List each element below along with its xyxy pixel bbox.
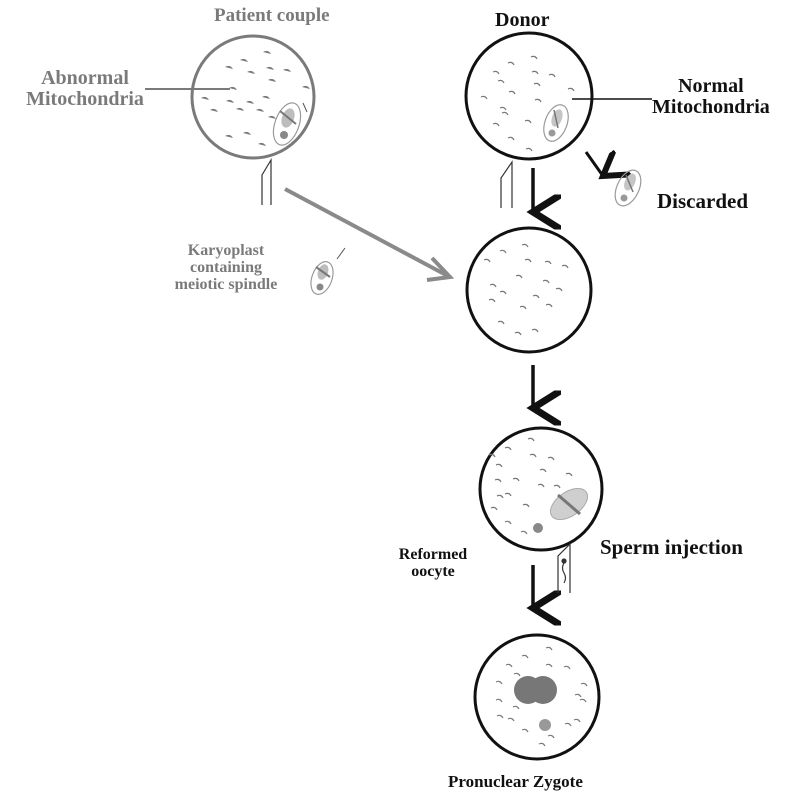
- discarded-spindle-icon: [614, 169, 642, 207]
- normal-mito-line1: Normal: [678, 75, 744, 97]
- abnormal-mito-line1: Abnormal: [41, 67, 129, 89]
- zygote-nucleus-icon: [539, 719, 551, 731]
- sperm-injection-label: Sperm injection: [600, 535, 743, 559]
- reformed-oocyte: [478, 426, 604, 593]
- karyoplast-label: Karyoplast containing meiotic spindle: [150, 242, 302, 293]
- donor-oocyte: [464, 31, 652, 208]
- karyoplast-icon: [310, 247, 346, 295]
- patient-couple-title: Patient couple: [214, 5, 330, 26]
- karyoplast-line2: containing: [189, 258, 262, 276]
- normal-mitochondria-cluster: [480, 55, 575, 152]
- sperm-injection-pipette: [557, 542, 571, 593]
- donor-title: Donor: [495, 9, 550, 31]
- enucleated-donor-oocyte: [465, 226, 593, 354]
- abnormal-mitochondria-label: Abnormal Mitochondria: [6, 68, 164, 110]
- reformed-line1: Reformed: [398, 546, 468, 563]
- donor-micropipette: [500, 160, 513, 208]
- reformed-spindle-icon: [549, 487, 589, 521]
- karyoplast-line1: Karyoplast: [187, 242, 265, 259]
- normal-mito-line2: Mitochondria: [652, 96, 770, 118]
- discarded-label: Discarded: [657, 189, 748, 213]
- patient-oocyte: [145, 34, 316, 205]
- discard-arrow: [584, 152, 603, 176]
- patient-micropipette: [261, 157, 272, 205]
- pronuclei-icon: [514, 676, 557, 704]
- reformed-nucleus-icon: [533, 523, 543, 533]
- pronuclear-zygote: [473, 633, 601, 761]
- reformed-oocyte-label: Reformed oocyte: [388, 546, 478, 581]
- abnormal-mitochondria-cluster: [201, 50, 310, 146]
- karyoplast-line3: meiotic spindle: [174, 275, 278, 293]
- reformed-line2: oocyte: [411, 562, 455, 580]
- patient-spindle-icon: [272, 102, 308, 146]
- normal-mitochondria-label: Normal Mitochondria: [652, 76, 770, 118]
- donor-spindle-icon: [543, 104, 569, 142]
- karyoplast-transfer-arrow: [284, 187, 455, 282]
- abnormal-mito-line2: Mitochondria: [26, 88, 144, 110]
- pronuclear-zygote-label: Pronuclear Zygote: [448, 772, 583, 791]
